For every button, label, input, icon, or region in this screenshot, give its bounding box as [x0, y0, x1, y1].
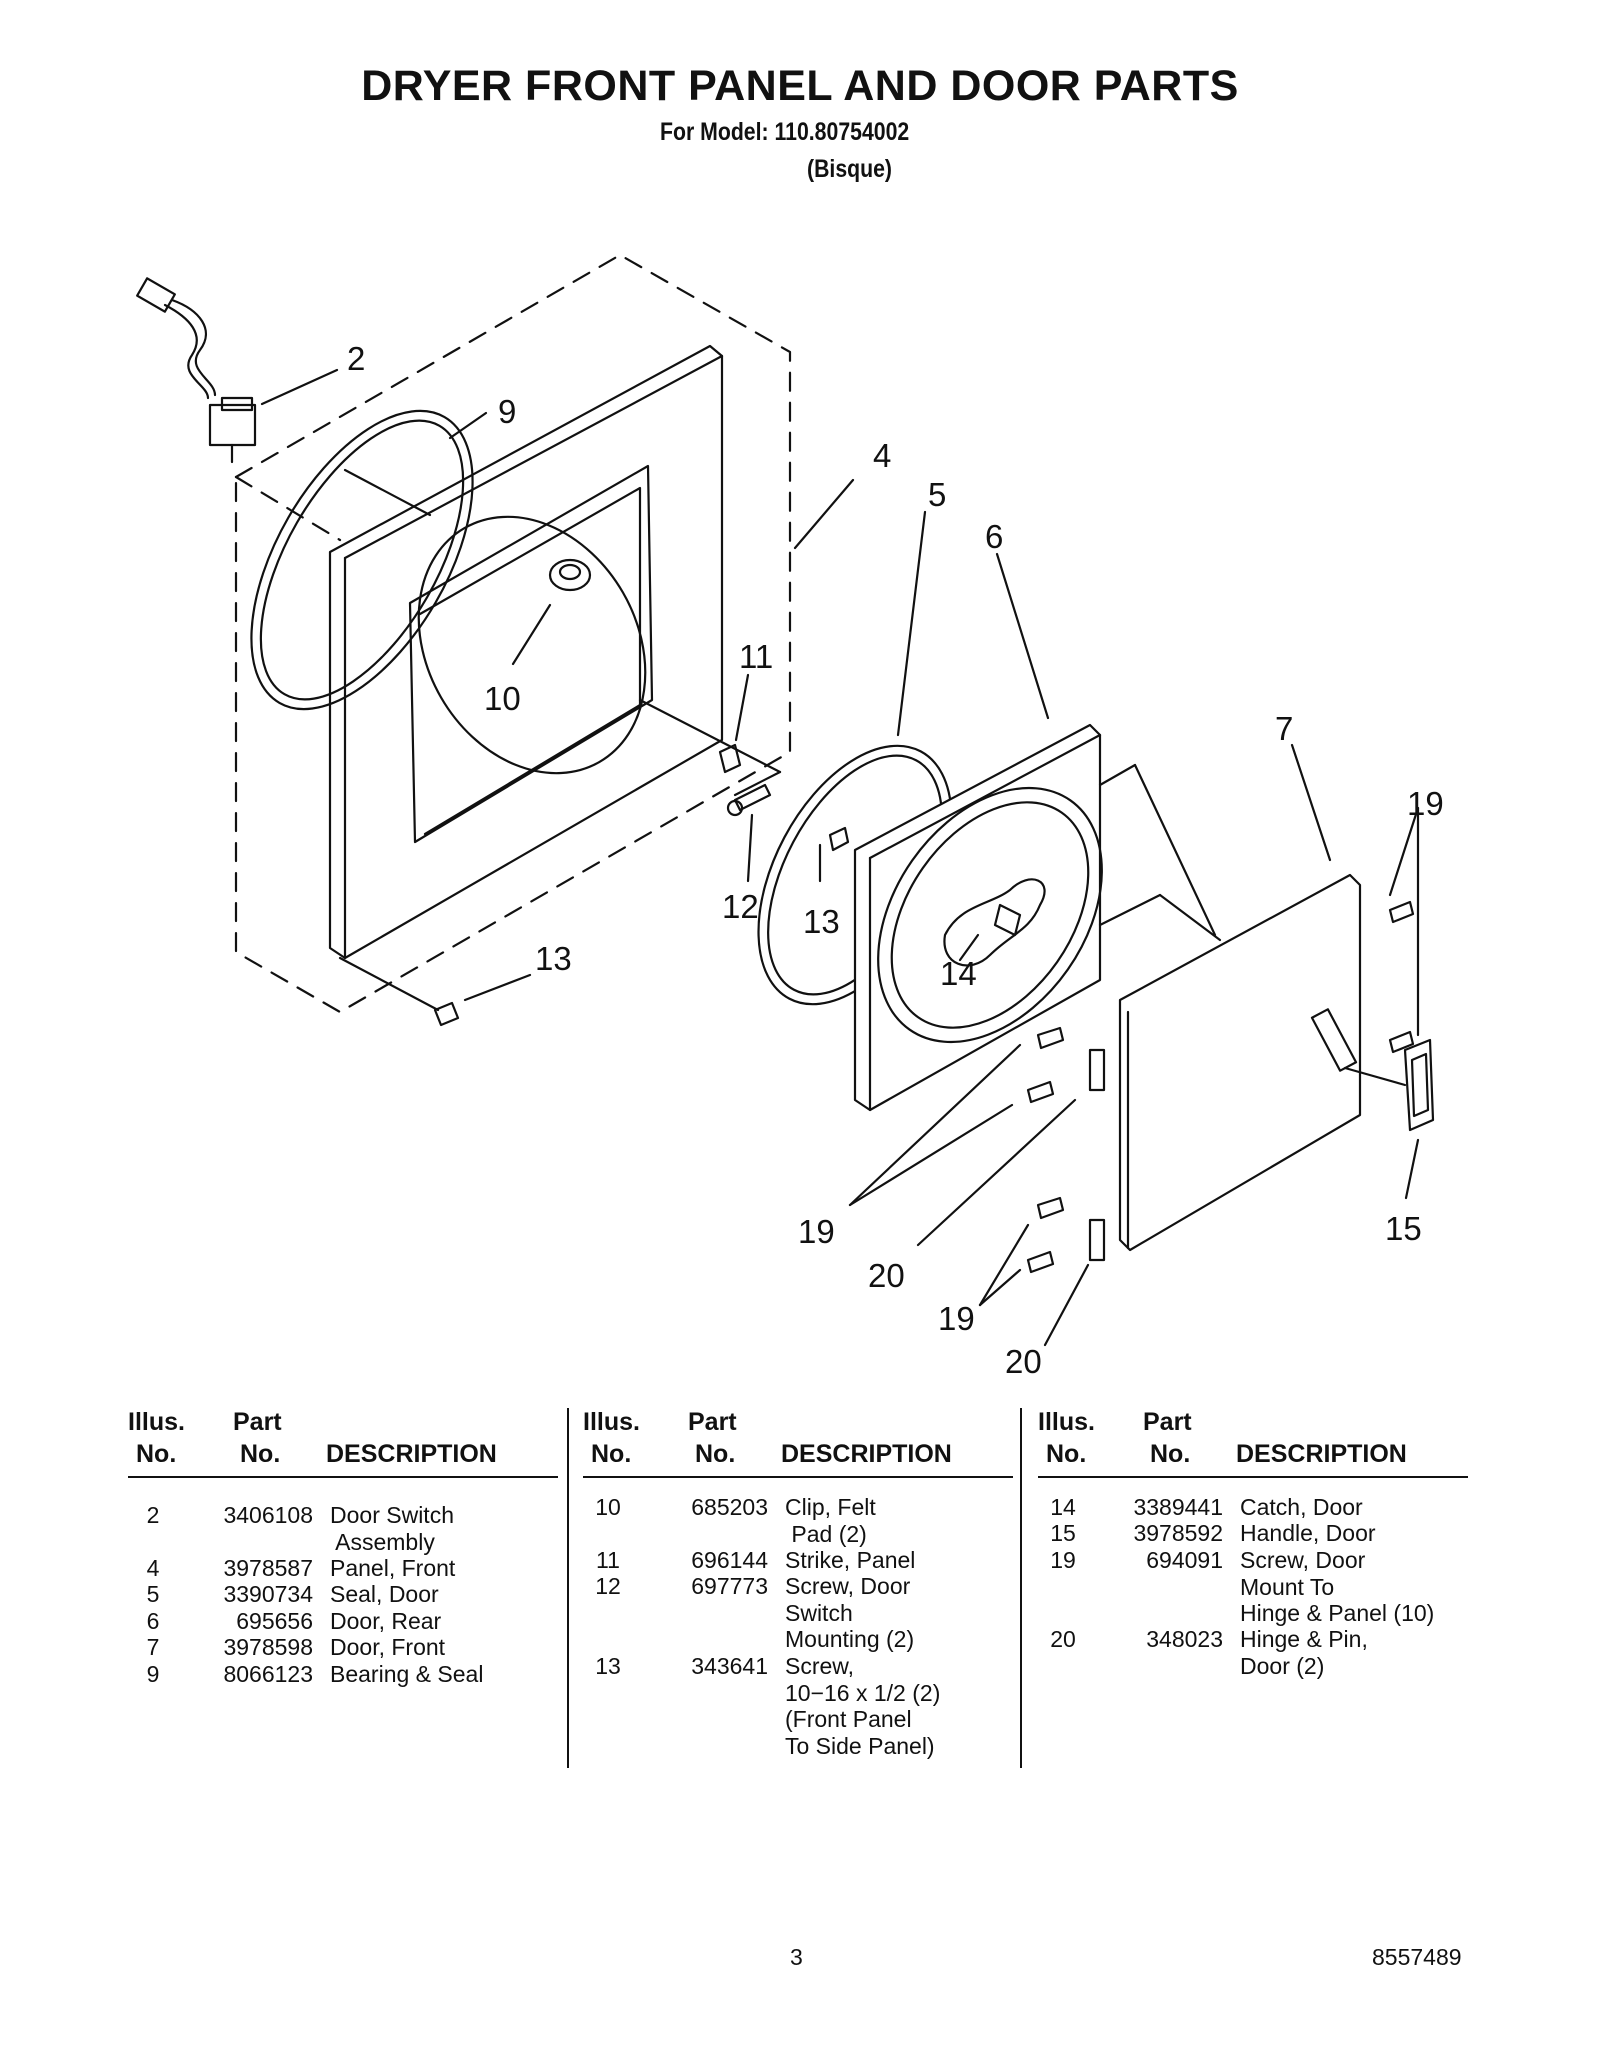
header-part: Part	[688, 1408, 737, 1436]
column-divider	[1020, 1408, 1022, 1768]
callout-19-lower: 19	[938, 1300, 975, 1337]
parts-table-column-2: Illus. No. Part No. DESCRIPTION 10 68520…	[583, 1408, 1013, 1768]
header-illus: Illus.	[1038, 1408, 1095, 1436]
callout-20-lower: 20	[1005, 1343, 1042, 1380]
callout-11: 11	[739, 638, 773, 675]
front-door-shape	[1118, 873, 1362, 1252]
parts-table-column-1: Illus. No. Part No. DESCRIPTION 2 340610…	[128, 1408, 558, 1768]
bearing-ring-shape	[250, 409, 474, 711]
callout-4: 4	[873, 437, 891, 474]
header-part-no: No.	[1150, 1440, 1191, 1468]
callout-2: 2	[347, 340, 365, 377]
callout-15: 15	[1385, 1210, 1422, 1247]
table-header: Illus. No. Part No. DESCRIPTION	[128, 1408, 558, 1478]
header-part-no: No.	[695, 1440, 736, 1468]
table-header: Illus. No. Part No. DESCRIPTION	[583, 1408, 1013, 1478]
exploded-parts-diagram: 2 9 4 5 6 10 11 7 19 12 13 13 14 19 20 1…	[136, 253, 1444, 1380]
callout-20-upper: 20	[868, 1257, 905, 1294]
callout-13-door: 13	[803, 903, 840, 940]
table-header: Illus. No. Part No. DESCRIPTION	[1038, 1408, 1468, 1478]
cabinet-dashed-outline	[234, 253, 792, 1014]
parts-table-column-3: Illus. No. Part No. DESCRIPTION 14 33894…	[1038, 1408, 1468, 1768]
callout-7: 7	[1275, 710, 1293, 747]
header-description: DESCRIPTION	[1236, 1440, 1407, 1468]
page-title: DRYER FRONT PANEL AND DOOR PARTS	[361, 62, 1239, 110]
header-illus-no: No.	[591, 1440, 632, 1468]
callout-14: 14	[940, 955, 977, 992]
document-number: 8557489	[1372, 1944, 1462, 1970]
callout-9: 9	[498, 393, 516, 430]
header-illus-no: No.	[136, 1440, 177, 1468]
page-number: 3	[790, 1944, 803, 1970]
callout-6: 6	[985, 518, 1003, 555]
header-illus-no: No.	[1046, 1440, 1087, 1468]
door-switch-shape	[136, 277, 257, 464]
header-part: Part	[1143, 1408, 1192, 1436]
parts-table: Illus. No. Part No. DESCRIPTION 2 340610…	[128, 1408, 1468, 1768]
header-illus: Illus.	[128, 1408, 185, 1436]
front-panel-shape	[328, 344, 724, 960]
callout-13-panel: 13	[535, 940, 572, 977]
color-line: (Bisque)	[807, 155, 892, 183]
header-description: DESCRIPTION	[781, 1440, 952, 1468]
model-line: For Model: 110.80754002	[660, 118, 910, 146]
header-part-no: No.	[240, 1440, 281, 1468]
callout-leaders	[260, 368, 1420, 1347]
header-illus: Illus.	[583, 1408, 640, 1436]
handle-shape	[1403, 1038, 1435, 1132]
column-divider	[567, 1408, 569, 1768]
callout-10: 10	[484, 680, 521, 717]
callout-19-right: 19	[1407, 785, 1444, 822]
callout-5: 5	[928, 476, 946, 513]
callout-12: 12	[722, 888, 759, 925]
header-part: Part	[233, 1408, 282, 1436]
header-description: DESCRIPTION	[326, 1440, 497, 1468]
callout-19-left: 19	[798, 1213, 835, 1250]
rear-door-shape	[853, 723, 1103, 1112]
